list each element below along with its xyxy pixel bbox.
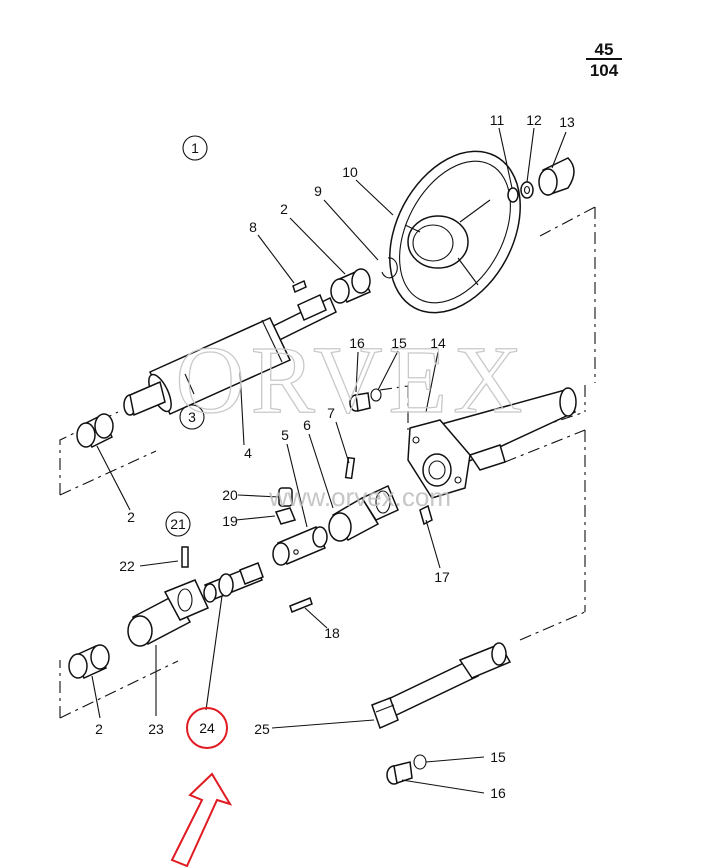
watermark-big: ORVEX: [176, 326, 529, 433]
assembly-outline: [59, 206, 596, 719]
label-12: 12: [526, 112, 542, 128]
label-5: 5: [281, 427, 289, 443]
washer: [507, 187, 519, 203]
label-3: 3: [188, 409, 196, 425]
label-22: 22: [119, 558, 135, 574]
label-11: 11: [490, 112, 505, 128]
label-15-top: 15: [391, 335, 407, 351]
label-8: 8: [249, 219, 257, 235]
up-right-arrow-icon: [170, 772, 233, 868]
bushing-top: [330, 268, 371, 304]
upper-steering-shaft: [123, 293, 337, 417]
label-16-bottom: 16: [490, 785, 506, 801]
snap-ring: [381, 257, 398, 279]
page-reference: 45 104: [586, 40, 622, 80]
svg-text:1: 1: [191, 140, 199, 156]
bolt-top: [349, 392, 371, 412]
label-23: 23: [148, 721, 164, 737]
label-7: 7: [327, 405, 335, 421]
pin-upper: [344, 456, 356, 480]
column-tube: [407, 387, 577, 499]
label-15-bottom: 15: [490, 749, 506, 765]
washer-bottom: [413, 754, 427, 770]
leader-lines: [91, 127, 567, 794]
label-14: 14: [430, 335, 446, 351]
universal-joint-upper: [328, 484, 399, 542]
label-17: 17: [434, 569, 450, 585]
part-labels: 11 12 13 10 9 2 8 14 15 16 7 6 5 4 3 2 2…: [95, 112, 575, 801]
label-2-top: 2: [280, 201, 288, 217]
grease-nipple: [419, 504, 433, 526]
label-9: 9: [314, 183, 322, 199]
bushing-bottom: [68, 644, 110, 679]
label-16-top: 16: [349, 335, 365, 351]
pin-lower: [181, 546, 189, 568]
label-13: 13: [559, 114, 575, 130]
page-ref-numerator: 45: [595, 40, 614, 59]
bushing-left: [76, 413, 114, 449]
key: [292, 279, 307, 294]
svg-text:21: 21: [170, 516, 186, 532]
label-10: 10: [342, 164, 358, 180]
label-18: 18: [324, 625, 340, 641]
bolt-bottom: [386, 761, 413, 785]
label-2-bottom: 2: [95, 721, 103, 737]
circled-label-1: 1: [182, 135, 208, 161]
lower-steering-shaft: [371, 642, 512, 730]
hub-cap: [538, 157, 575, 196]
steering-wheel-icon: [389, 150, 521, 314]
nut: [520, 181, 534, 199]
intermediate-shaft: [203, 562, 264, 603]
label-4: 4: [244, 445, 252, 461]
label-19: 19: [222, 513, 238, 529]
label-2-left: 2: [127, 509, 135, 525]
sleeve: [272, 526, 328, 566]
lock-nut: [274, 507, 297, 525]
circled-label-21: 21: [165, 511, 191, 537]
svg-text:24: 24: [199, 720, 215, 736]
watermark-small: www.orvex.com: [268, 482, 451, 512]
universal-joint-lower: [127, 579, 210, 647]
key-lower: [289, 597, 313, 613]
label-25: 25: [254, 721, 270, 737]
washer-top: [370, 388, 382, 402]
circled-label-3: [179, 404, 205, 430]
label-20: 20: [222, 487, 238, 503]
label-6: 6: [303, 417, 311, 433]
highlight-part-24[interactable]: 24: [186, 707, 228, 749]
page-ref-denominator: 104: [590, 61, 619, 80]
